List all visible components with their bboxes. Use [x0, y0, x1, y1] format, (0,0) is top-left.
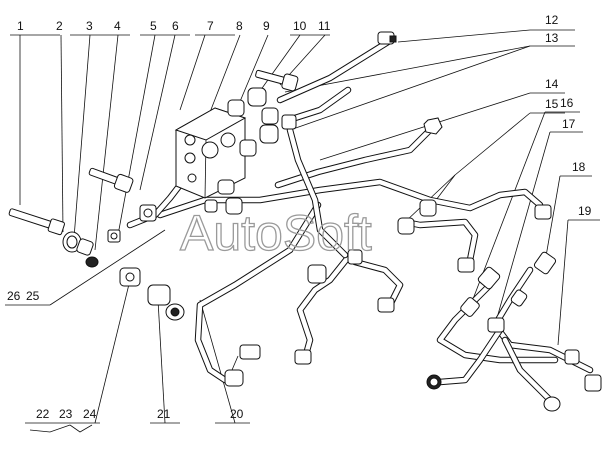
callout-24: 24: [83, 407, 97, 421]
watermark: AutoSoft: [180, 205, 372, 261]
callout-9: 9: [263, 19, 270, 33]
part-1-injector: [8, 208, 65, 236]
callout-labels: 1 2 3 4 5 6 7 8 9 10 11 12 13 14 15 16 1…: [7, 13, 592, 421]
callout-23: 23: [59, 407, 73, 421]
callout-10: 10: [293, 19, 307, 33]
callout-6: 6: [172, 19, 179, 33]
part-top-injector: [255, 69, 299, 92]
callout-16: 16: [560, 96, 574, 110]
callout-25: 25: [26, 289, 40, 303]
part-15-fitting: [347, 199, 437, 265]
callout-18: 18: [572, 160, 586, 174]
callout-12: 12: [545, 13, 559, 27]
callout-19: 19: [578, 204, 592, 218]
callout-15: 15: [545, 97, 559, 111]
part-2-3-fitting: [62, 231, 99, 268]
part-12-fitting: [377, 31, 397, 45]
callout-5: 5: [150, 19, 157, 33]
right-nuts: [294, 204, 602, 412]
components: [8, 31, 602, 412]
callout-7: 7: [207, 19, 214, 33]
callout-20: 20: [230, 407, 244, 421]
callout-26: 26: [7, 289, 21, 303]
distribution-block: [174, 107, 247, 199]
part-21-24-clamp: [119, 267, 185, 321]
callout-3: 3: [86, 19, 93, 33]
callout-13: 13: [545, 31, 559, 45]
callout-11: 11: [318, 19, 331, 33]
part-upper-left-injector: [88, 167, 134, 193]
callout-21: 21: [157, 407, 171, 421]
part-16-17-18-fittings: [460, 251, 557, 333]
part-20-fitting: [224, 344, 261, 387]
callout-14: 14: [545, 77, 559, 91]
callout-17: 17: [562, 117, 576, 131]
part-14-nut: [423, 117, 443, 135]
callout-22: 22: [36, 407, 50, 421]
callout-2: 2: [56, 19, 63, 33]
callout-8: 8: [236, 19, 243, 33]
part-4-bolt: [107, 229, 121, 243]
part-5-6-banjo: [139, 204, 157, 222]
block-fittings: [204, 87, 297, 215]
callout-1: 1: [17, 19, 24, 33]
callout-4: 4: [114, 19, 121, 33]
